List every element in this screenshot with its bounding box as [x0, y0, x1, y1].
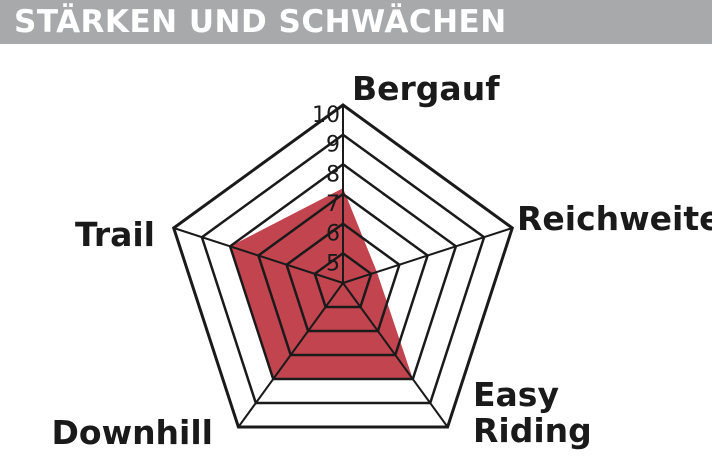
chart-title: STÄRKEN UND SCHWÄCHEN [14, 4, 507, 40]
tick-label-6: 6 [326, 222, 340, 247]
grid-ring-9 [200, 133, 486, 405]
axis-label-downhill: Downhill [52, 413, 213, 452]
header-bar: STÄRKEN UND SCHWÄCHEN [0, 0, 712, 44]
grid-ring-10 [171, 103, 515, 429]
tick-label-5: 5 [326, 251, 340, 276]
grid-ring-6 [285, 222, 401, 333]
axis-label-bergauf: Bergauf [352, 69, 500, 108]
tick-label-10: 10 [312, 103, 340, 128]
spoke-2 [342, 282, 449, 428]
spoke-4 [173, 227, 344, 284]
grid-ring-8 [228, 162, 458, 381]
axis-label-trail: Trail [75, 215, 155, 254]
axis-label-reichweite: Reichweite [517, 199, 712, 238]
tick-label-8: 8 [326, 162, 340, 187]
spoke-3 [237, 282, 344, 428]
tick-label-9: 9 [326, 133, 340, 158]
grid-ring-7 [256, 192, 430, 357]
data-area [230, 188, 413, 379]
tick-label-7: 7 [326, 192, 340, 217]
spoke-1 [342, 227, 513, 284]
grid-ring-5 [313, 251, 373, 309]
